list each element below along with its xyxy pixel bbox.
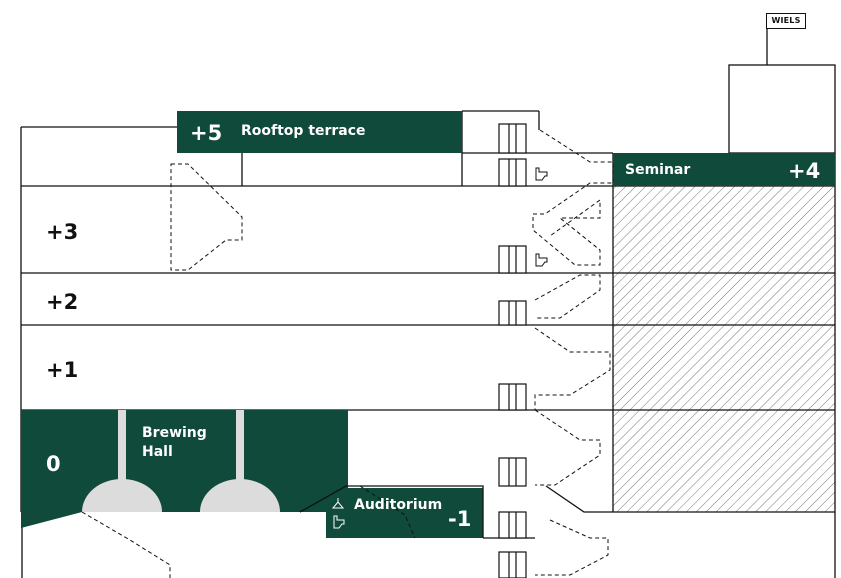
- elevator-icon: [498, 457, 527, 487]
- floor-label-plus2: +2: [46, 290, 79, 314]
- floor-label-plus5: +5: [190, 121, 223, 145]
- elevator-icon: [498, 551, 527, 578]
- elevator-icon: [498, 300, 527, 326]
- rooftop-terrace-band: [177, 111, 462, 153]
- stairs: [81, 129, 614, 578]
- tower-block: [728, 64, 836, 154]
- elevator-icon: [498, 158, 527, 187]
- toilet-icon: [535, 253, 548, 267]
- hatched-zone: [613, 186, 835, 512]
- cloakroom-icon: [331, 498, 345, 509]
- brewing-tanks: [82, 410, 280, 512]
- room-label-rooftop-terrace: Rooftop terrace: [241, 123, 366, 139]
- elevator-icon: [498, 511, 527, 539]
- toilet-icons: [535, 167, 548, 267]
- elevator-icon: [498, 383, 527, 411]
- toilet-icon: [535, 167, 548, 181]
- room-label-seminar: Seminar: [625, 162, 691, 178]
- elevator-icon: [498, 123, 527, 154]
- auditorium-icons: [331, 498, 345, 529]
- floor-label-plus1: +1: [46, 358, 79, 382]
- auditorium-roof-line: [299, 485, 484, 538]
- room-label-auditorium: Auditorium: [354, 497, 443, 513]
- room-label-brewing-hall: Brewing Hall: [142, 424, 207, 462]
- elevators: [498, 123, 527, 578]
- brewing-hall-line2: Hall: [142, 444, 173, 460]
- seminar-band: [613, 153, 835, 186]
- brewing-hall-line1: Brewing: [142, 425, 207, 441]
- auditorium-ramp: [545, 485, 613, 513]
- floor-label-minus1: -1: [448, 507, 472, 531]
- auditorium-area: [326, 488, 483, 538]
- floor-label-0: 0: [46, 452, 61, 476]
- floor-label-plus4: +4: [788, 159, 821, 183]
- toilet-icon: [333, 515, 345, 529]
- wiels-sign: WIELS: [766, 13, 806, 29]
- floor-label-plus3: +3: [46, 220, 79, 244]
- elevator-icon: [498, 245, 527, 274]
